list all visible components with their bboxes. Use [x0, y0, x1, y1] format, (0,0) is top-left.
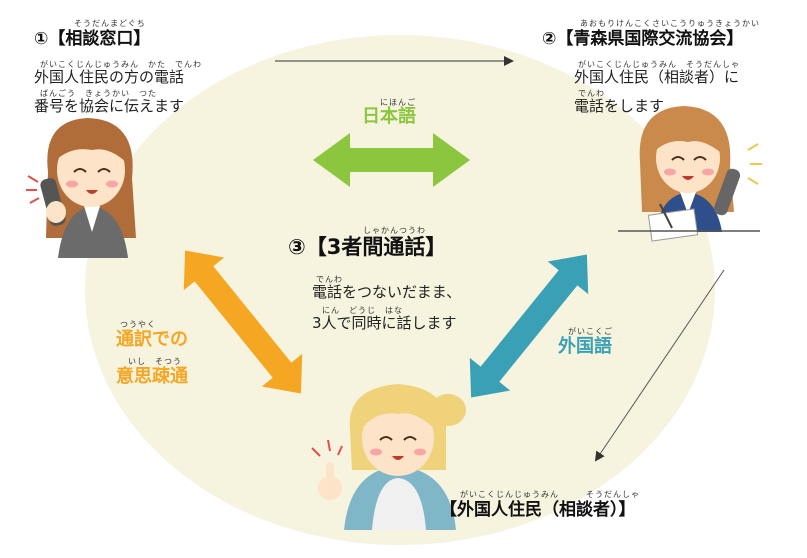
- step3-title: ③【3者間通話】: [288, 235, 447, 259]
- flow-arrow-2-to-resident: [594, 269, 725, 462]
- step3-line2-ruby: にん どうじ はな: [322, 306, 403, 315]
- step1-line2: 番号を協会に伝えます: [34, 97, 185, 115]
- interpretation-line1: 通訳での: [116, 329, 188, 350]
- consultation-staff-illustration: [26, 118, 136, 258]
- step2-line2: 電話をします: [574, 97, 665, 115]
- step2-line1-ruby: がいこくじんじゅうみん そうだんしゃ: [578, 60, 740, 69]
- step1-line1-ruby: がいこくじんじゅうみん かた でんわ: [40, 60, 202, 69]
- resident-title-ruby: がいこくじんじゅうみん そうだんしゃ: [460, 490, 640, 499]
- step2-title: ②【青森県国際交流協会】: [542, 29, 744, 49]
- foreign-label-ruby: がいこくご: [568, 327, 613, 336]
- foreign-language-double-arrow: [469, 254, 589, 398]
- step1-title-ruby: そうだんまどぐち: [74, 19, 146, 28]
- step1-line1: 外国人住民の方の電話: [34, 68, 185, 86]
- step2-title-ruby: あおもりけんこくさいこうりゅうきょうかい: [580, 19, 760, 28]
- japanese-label-ruby: にほんご: [380, 98, 416, 107]
- association-staff-illustration: [618, 106, 762, 242]
- japanese-double-arrow: [313, 133, 470, 187]
- step3-title-ruby: しゃかんつうわ: [363, 226, 426, 235]
- japanese-label: 日本語: [362, 106, 416, 127]
- step3-line1: 電話をつないだまま、: [312, 283, 462, 301]
- step2-line1: 外国人住民（相談者）に: [574, 68, 740, 86]
- step2-line2-ruby: でんわ: [578, 89, 605, 98]
- resident-title: 【外国人住民（相談者）】: [440, 500, 636, 520]
- step1-line2-ruby: ばんごう きょうかい つた: [40, 89, 157, 98]
- interpretation-double-arrow: [183, 250, 303, 394]
- background-circle: [85, 35, 715, 545]
- foreign-resident-illustration: [311, 384, 466, 530]
- step3-line1-ruby: でんわ: [316, 275, 343, 284]
- interpretation-line2: 意思疎通: [116, 366, 188, 387]
- step1-title: ①【相談窓口】: [34, 29, 151, 49]
- interpretation-ruby-1: つうやく: [120, 320, 156, 329]
- foreign-label: 外国語: [558, 336, 612, 357]
- step3-line2: 3人で同時に話します: [312, 314, 457, 332]
- interpretation-ruby-2: いし そつう: [128, 357, 182, 366]
